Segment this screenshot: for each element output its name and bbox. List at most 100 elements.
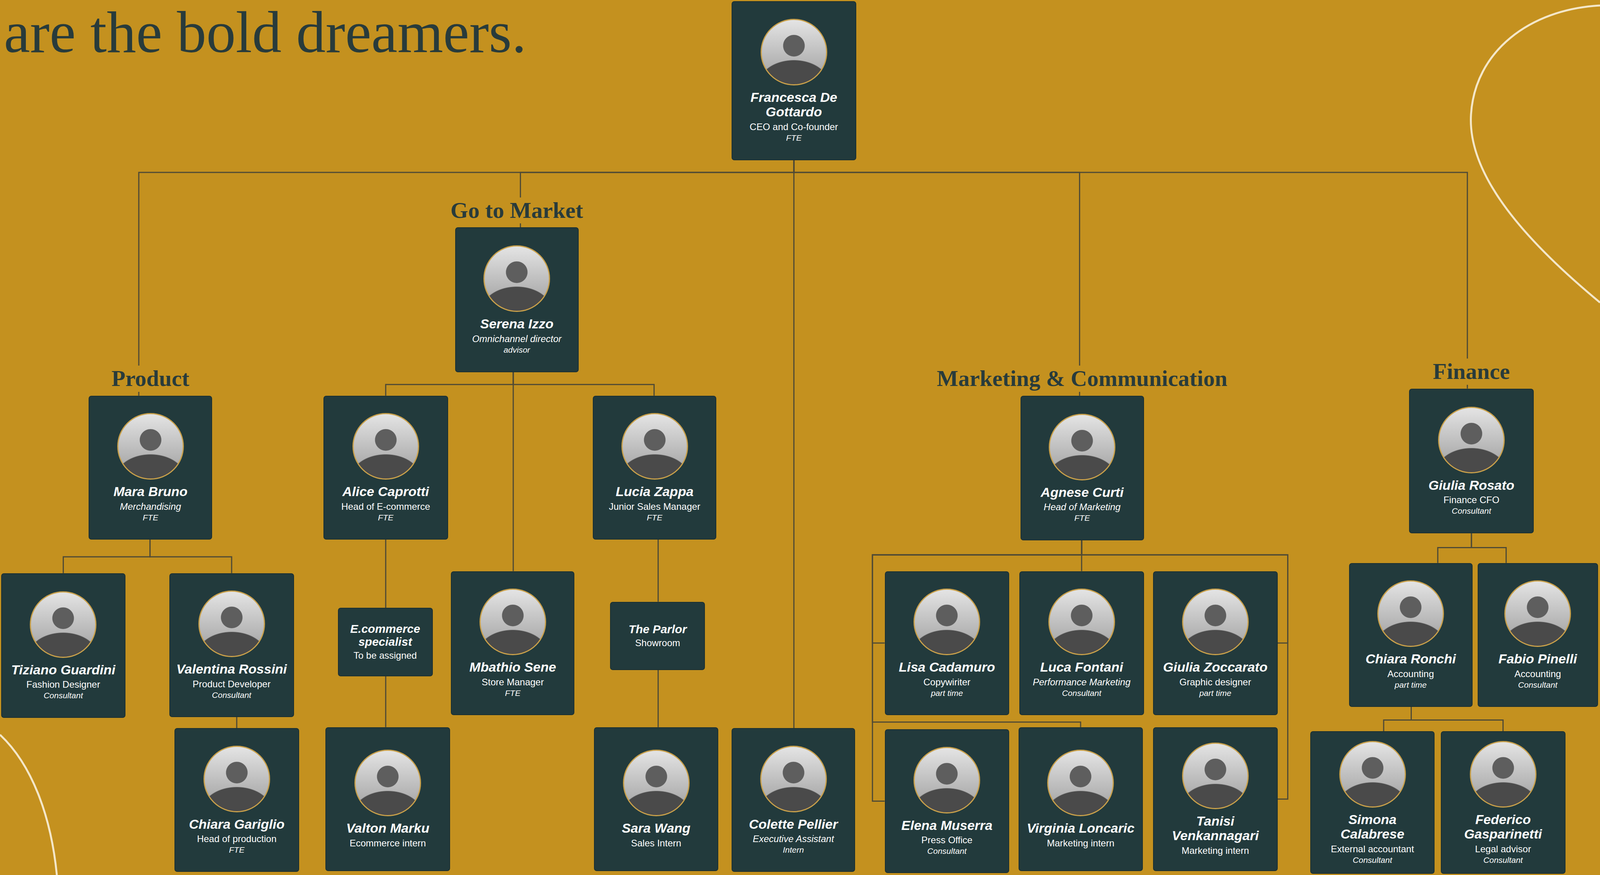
- org-connector: [1471, 533, 1507, 564]
- org-connector: [793, 160, 795, 729]
- person-card: Go to MarketSerena IzzoOmnichannel direc…: [455, 227, 579, 373]
- role-text: Marketing intern: [1181, 845, 1250, 858]
- person-card: Chiara RonchiAccountingpart time: [1349, 563, 1473, 708]
- role-text: Finance CFO: [1443, 494, 1500, 507]
- portrait-photo: [352, 413, 420, 480]
- portrait-photo: [1438, 406, 1505, 474]
- person-name: Giulia Zoccarato: [1163, 660, 1268, 675]
- person-name: Simona Calabrese: [1314, 812, 1431, 843]
- person-name: Francesca De Gottardo: [736, 90, 852, 120]
- section-heading: Finance: [1428, 358, 1515, 386]
- person-card: Tiziano GuardiniFashion DesignerConsulta…: [1, 573, 126, 719]
- section-heading: Marketing & Communication: [932, 365, 1233, 393]
- person-card: Luca FontaniPerformance MarketingConsult…: [1019, 571, 1145, 716]
- status-text: advisor: [503, 345, 531, 356]
- status-text: FTE: [646, 512, 663, 524]
- org-connector: [385, 372, 514, 396]
- person-card: Valentina RossiniProduct DeveloperConsul…: [169, 573, 295, 718]
- portrait-photo: [1339, 741, 1406, 809]
- role-text: Omnichannel director: [472, 333, 562, 346]
- person-name: Chiara Ronchi: [1365, 651, 1456, 667]
- status-text: Consultant: [1518, 680, 1558, 691]
- person-card: Francesca De GottardoCEO and Co-founderF…: [731, 1, 857, 161]
- person-card: Colette PellierExecutive AssistantIntern: [731, 728, 856, 873]
- person-name: Sara Wang: [621, 821, 691, 836]
- person-name: Colette Pellier: [748, 817, 838, 832]
- status-text: FTE: [228, 845, 245, 856]
- org-connector: [138, 160, 794, 396]
- role-text: Head of E-commerce: [341, 501, 431, 513]
- person-card: Giulia ZoccaratoGraphic designerpart tim…: [1153, 571, 1278, 716]
- person-name: Mara Bruno: [113, 484, 188, 500]
- role-text: Head of production: [196, 833, 277, 846]
- org-connector: [385, 539, 387, 609]
- portrait-photo: [1469, 741, 1537, 809]
- person-card: Fabio PinelliAccountingConsultant: [1477, 563, 1599, 708]
- portrait-photo: [622, 750, 690, 817]
- role-text: To be assigned: [353, 650, 417, 662]
- section-heading: Product: [106, 365, 195, 393]
- page-title: are the bold dreamers.: [3, 1, 527, 64]
- person-name: Tanisi Venkannagari: [1157, 814, 1274, 844]
- person-card: Alice CaprottiHead of E-commerceFTE: [323, 395, 449, 540]
- portrait-photo: [29, 591, 97, 659]
- role-text: Fashion Designer: [26, 679, 100, 691]
- person-name: Tiziano Guardini: [10, 662, 116, 678]
- role-text: Graphic designer: [1179, 676, 1252, 689]
- person-name: Serena Izzo: [480, 316, 554, 332]
- role-text: Store Manager: [481, 676, 544, 689]
- portrait-photo: [203, 746, 271, 813]
- person-name: Alice Caprotti: [342, 484, 429, 500]
- role-text: Showroom: [635, 637, 681, 650]
- role-text: Legal advisor: [1474, 843, 1531, 856]
- status-text: FTE: [1074, 513, 1090, 524]
- person-name: The Parlor: [628, 622, 687, 636]
- status-text: FTE: [504, 688, 521, 699]
- person-name: Virginia Loncaric: [1026, 821, 1135, 836]
- person-name: E.commerce specialist: [341, 622, 429, 649]
- role-text: Accounting: [1387, 668, 1435, 681]
- status-text: part time: [1199, 688, 1232, 699]
- portrait-photo: [198, 590, 266, 658]
- role-text: Merchandising: [119, 501, 182, 513]
- role-text: External accountant: [1330, 843, 1414, 856]
- person-name: Valentina Rossini: [176, 662, 287, 677]
- placeholder-box: E.commerce specialistTo be assigned: [337, 608, 433, 677]
- person-card: Chiara GariglioHead of productionFTE: [174, 728, 300, 873]
- person-name: Luca Fontani: [1040, 660, 1124, 675]
- org-connector: [512, 372, 514, 572]
- portrait-photo: [1048, 588, 1116, 656]
- portrait-photo: [483, 245, 551, 313]
- person-card: FinanceGiulia RosatoFinance CFOConsultan…: [1409, 388, 1534, 534]
- person-name: Mbathio Sene: [469, 660, 556, 675]
- portrait-photo: [1182, 742, 1249, 810]
- decor-curve: [0, 735, 57, 875]
- person-name: Lucia Zappa: [615, 484, 694, 500]
- role-text: Accounting: [1514, 668, 1562, 681]
- portrait-photo: [913, 747, 981, 814]
- person-card: Elena MuserraPress OfficeConsultant: [884, 729, 1010, 874]
- org-connector: [236, 717, 238, 729]
- person-name: Giulia Rosato: [1428, 478, 1515, 493]
- person-card: Virginia LoncaricMarketing intern: [1018, 727, 1144, 872]
- role-text: Copywiriter: [923, 676, 971, 689]
- status-text: Consultant: [43, 690, 83, 702]
- org-connector: [793, 160, 1468, 389]
- person-name: Valton Marku: [346, 821, 430, 836]
- role-text: Product Developer: [192, 678, 271, 691]
- decor-curve: [1471, 5, 1600, 303]
- person-name: Elena Muserra: [901, 818, 993, 834]
- status-text: FTE: [377, 512, 394, 524]
- portrait-photo: [117, 413, 184, 480]
- person-name: Federico Gasparinetti: [1445, 812, 1561, 843]
- org-connector: [513, 372, 654, 396]
- org-connector: [1383, 707, 1412, 732]
- status-text: part time: [930, 688, 963, 699]
- org-connector: [1411, 707, 1504, 732]
- portrait-photo: [479, 588, 547, 656]
- portrait-photo: [1047, 750, 1114, 817]
- status-text: Consultant: [1062, 688, 1102, 699]
- status-text: FTE: [142, 512, 159, 524]
- status-text: Consultant: [1451, 506, 1492, 517]
- portrait-photo: [1377, 580, 1444, 648]
